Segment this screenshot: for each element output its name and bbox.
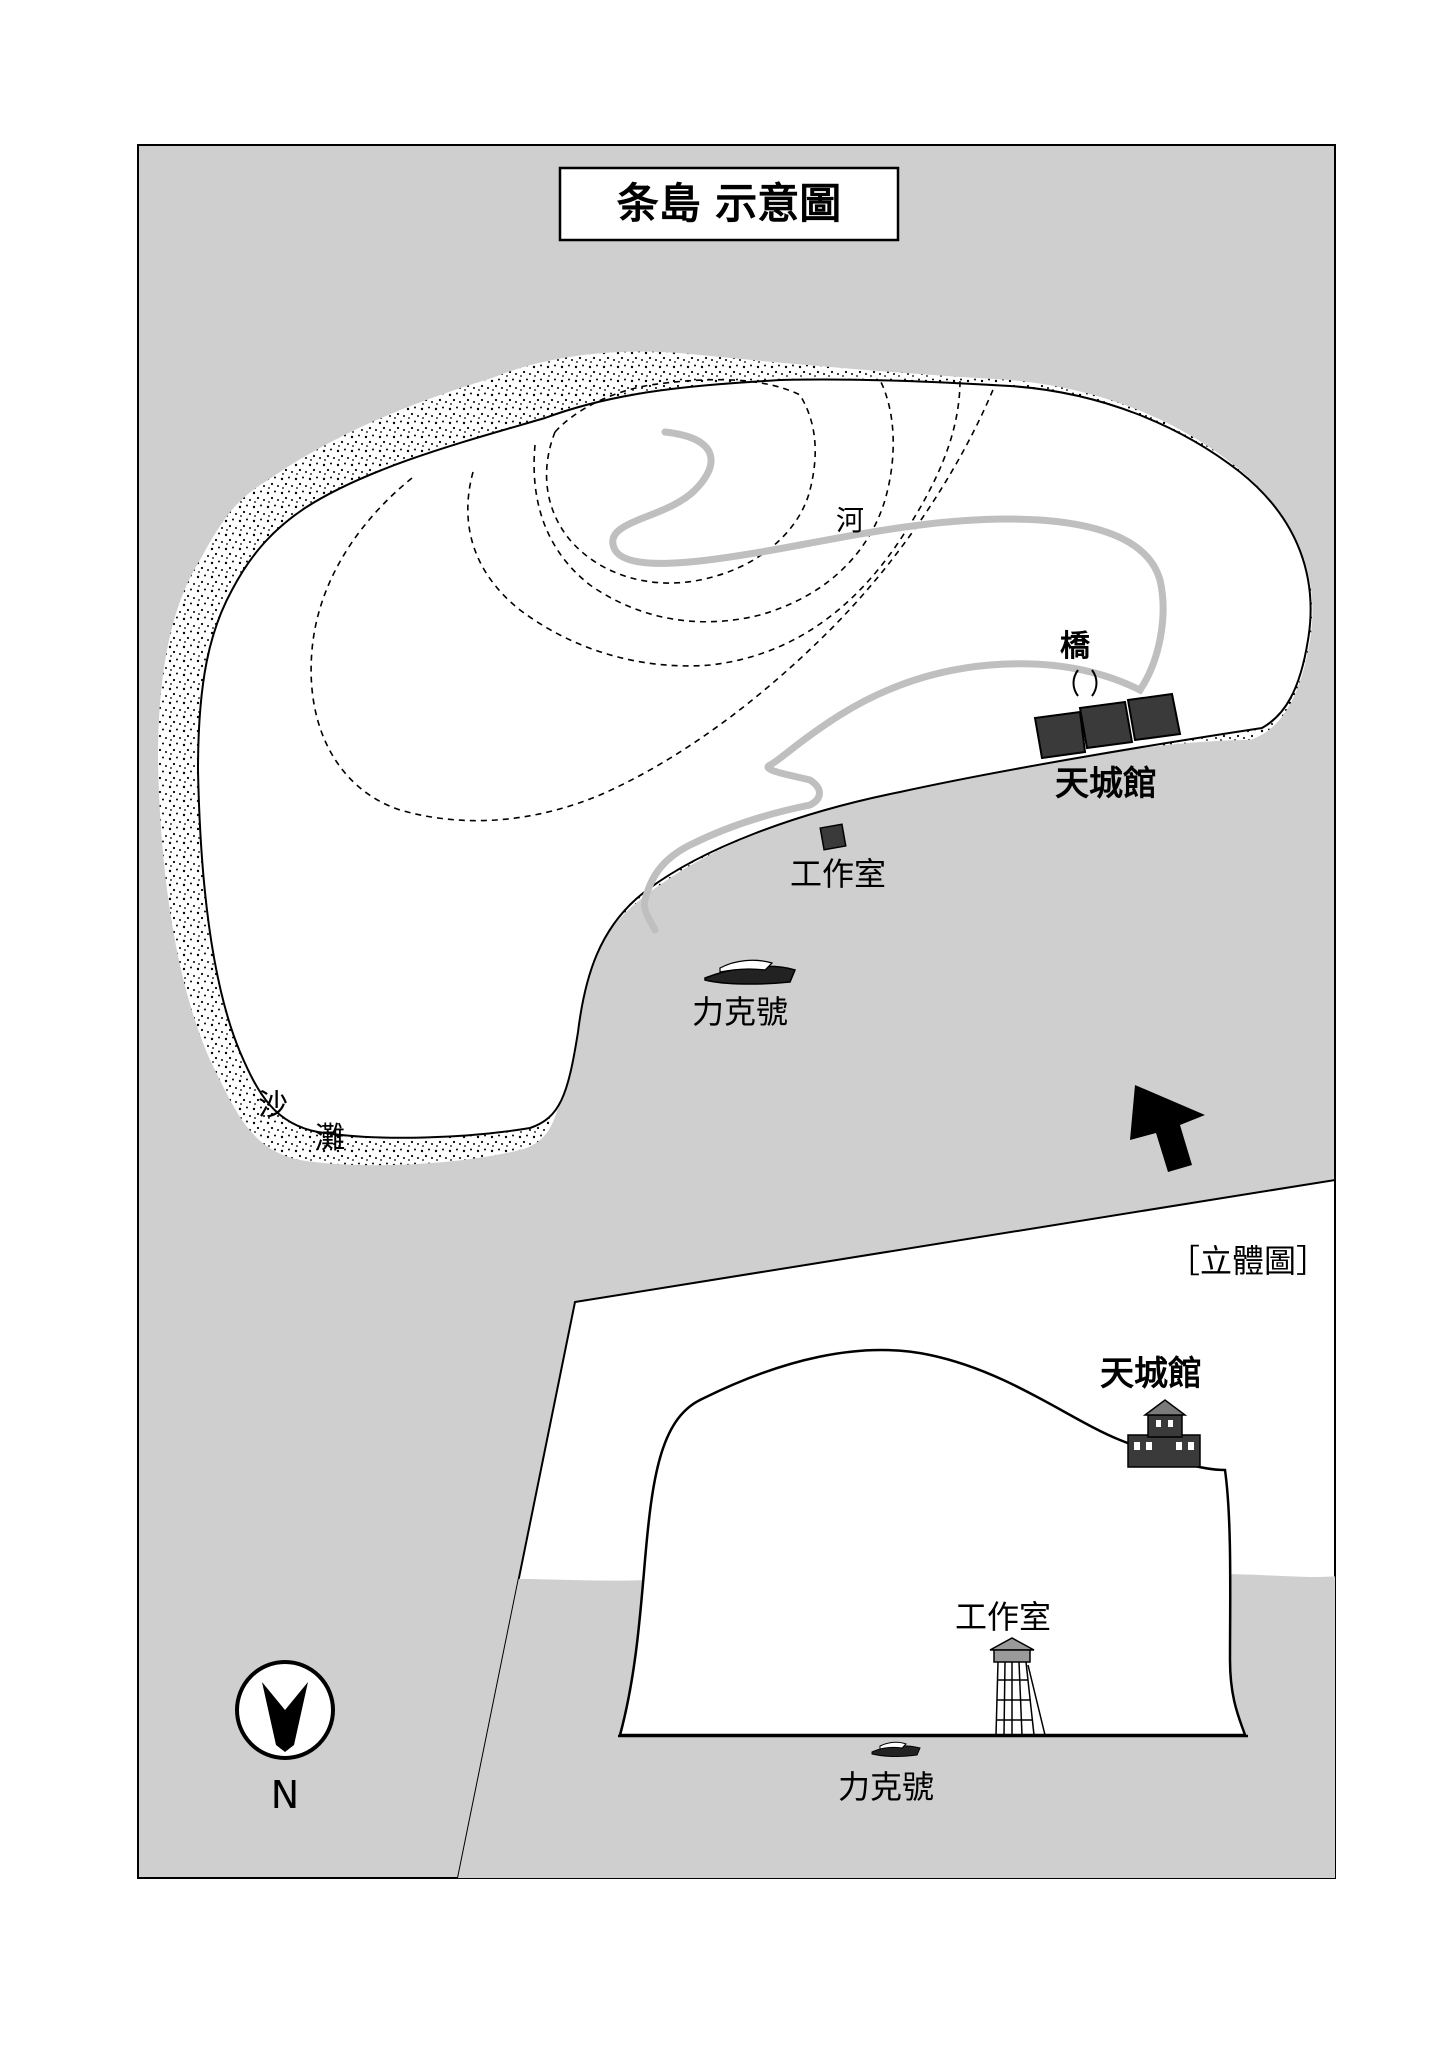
north-arrow-icon [1130, 1085, 1205, 1172]
inset-workshop-label: 工作室 [955, 1598, 1051, 1636]
workshop-building-icon [819, 823, 847, 851]
bridge [1072, 669, 1098, 697]
compass-letter: N [271, 1773, 299, 1817]
workshop-label: 工作室 [790, 855, 886, 893]
boat-icon [704, 959, 797, 985]
inset-boat-icon [871, 1741, 921, 1757]
inset-boat-label: 力克號 [838, 1768, 934, 1806]
inset-label: ［立體圖］ [1168, 1242, 1328, 1280]
island-land [196, 378, 1312, 1139]
beach-label-1: 沙 [258, 1088, 288, 1123]
bridge-label: 橋 [1060, 629, 1091, 664]
inset-panel: ［立體圖］ 天城館 [456, 1178, 1336, 1879]
beach-label-2: 灘 [315, 1121, 345, 1156]
castle-icon [1127, 1399, 1201, 1468]
castle-label: 天城館 [1055, 764, 1157, 804]
contour-lines [310, 378, 996, 822]
inset-castle-label: 天城館 [1100, 1354, 1202, 1394]
castle-building-icon [1033, 692, 1182, 760]
title-box: 条島 示意圖 [558, 166, 900, 242]
river [609, 428, 1167, 934]
compass-icon [235, 1660, 335, 1760]
page-title: 条島 示意圖 [617, 179, 842, 228]
boat-label: 力克號 [692, 993, 788, 1031]
river-label: 河 [836, 504, 864, 537]
inset-island [618, 1348, 1247, 1737]
tower-icon [989, 1637, 1046, 1736]
